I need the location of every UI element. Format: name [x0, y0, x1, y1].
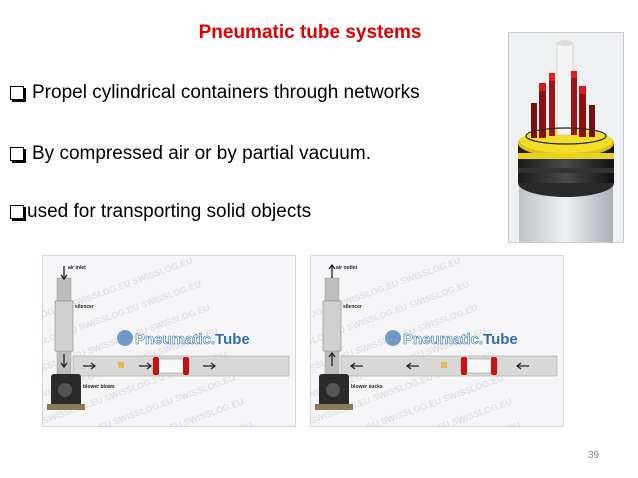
- svg-text:Pneumatic.Tube: Pneumatic.Tube: [403, 331, 518, 348]
- slide-title: Pneumatic tube systems: [198, 22, 422, 43]
- bullet-item: used for transporting solid objects: [10, 201, 311, 223]
- blower-label: blower sucks: [351, 384, 383, 390]
- diagram-blower-sucks: SWISSLOG.EU SWISSLOG.EU SWISSLOG.EU SWIS…: [310, 255, 564, 427]
- watermark-part-a: Pneumatic.: [135, 331, 215, 348]
- blower-label: blower blows: [83, 384, 115, 390]
- page-number: 39: [588, 450, 600, 461]
- carrier-photo: [508, 32, 624, 243]
- silencer-label: silencer: [75, 304, 94, 310]
- checkbox-bullet-icon: [10, 147, 24, 161]
- air-inlet-label: air inlet: [68, 265, 86, 271]
- bullet-item: By compressed air or by partial vacuum.: [10, 143, 371, 165]
- watermark-part-b: Tube: [215, 331, 250, 348]
- svg-text:Pneumatic.Tube: Pneumatic.Tube: [135, 331, 250, 348]
- bullet-text: used for transporting solid objects: [27, 201, 312, 222]
- bullet-text: By compressed air or by partial vacuum.: [32, 143, 371, 164]
- watermark-part-b: Tube: [483, 331, 518, 348]
- diagram-blower-blows: SWISSLOG.EU SWISSLOG.EU SWISSLOG.EU SWIS…: [42, 255, 296, 427]
- checkbox-bullet-icon: [10, 205, 24, 219]
- bullet-text: Propel cylindrical containers through ne…: [32, 82, 420, 103]
- checkbox-bullet-icon: [10, 86, 24, 100]
- bullet-item: Propel cylindrical containers through ne…: [10, 82, 420, 104]
- watermark-part-a: Pneumatic.: [403, 331, 483, 348]
- silencer-label: silencer: [343, 304, 362, 310]
- air-outlet-label: air outlet: [336, 265, 357, 271]
